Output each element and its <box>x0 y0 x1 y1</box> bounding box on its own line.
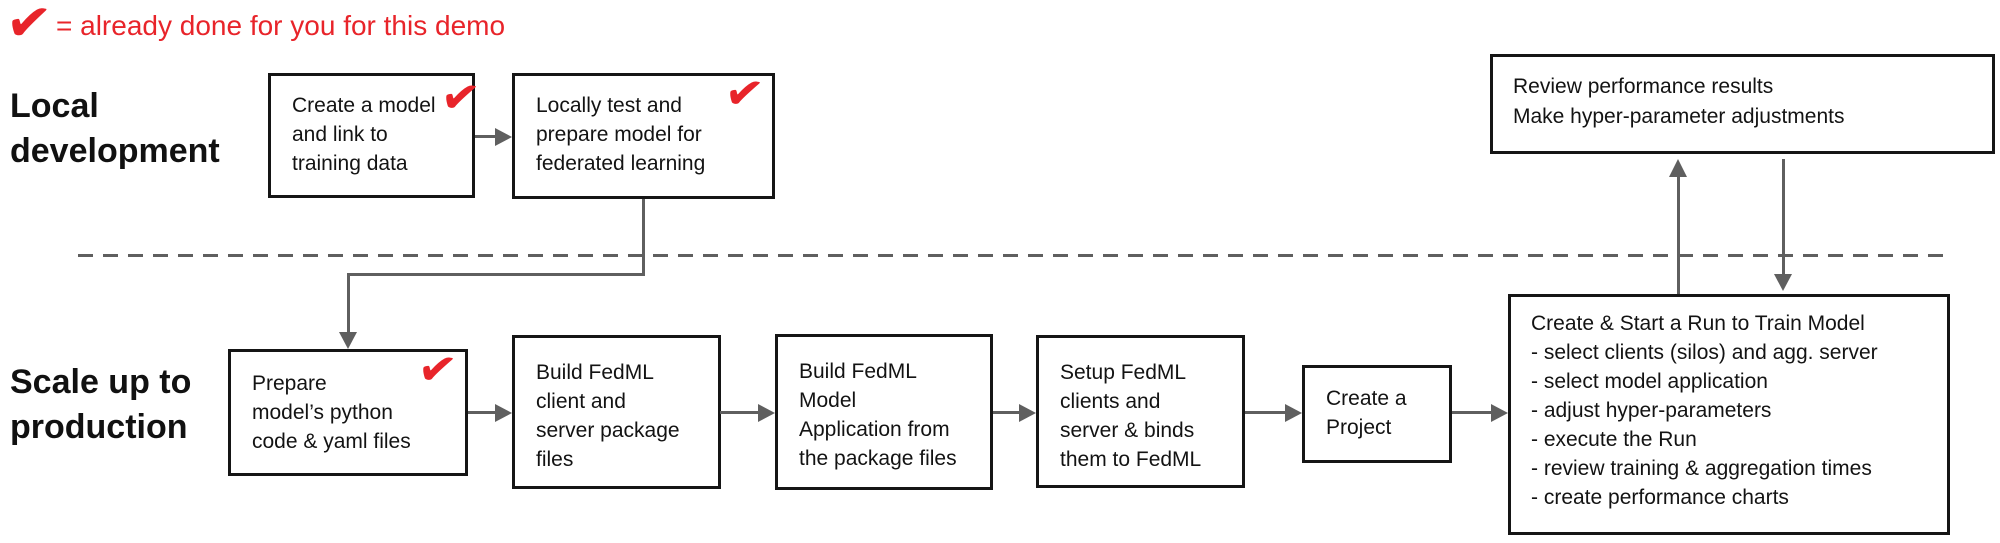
connector-down-segment <box>642 199 645 276</box>
node-create-start-run: Create & Start a Run to Train Model - se… <box>1508 294 1950 535</box>
arrow-head <box>495 404 512 422</box>
arrow-right-icon <box>468 404 512 422</box>
arrow-head <box>758 404 775 422</box>
arrow-head <box>1019 404 1036 422</box>
check-icon: ✔ <box>438 68 484 126</box>
arrow-down-shaft <box>1782 159 1785 275</box>
arrow-head-down <box>1774 274 1792 291</box>
arrow-shaft <box>1245 411 1288 414</box>
check-icon: ✔ <box>722 64 768 122</box>
node-build-model-application-text: Build FedML Model Application from the p… <box>799 360 957 470</box>
check-icon: ✔ <box>2 0 55 56</box>
check-icon: ✔ <box>415 340 461 398</box>
arrow-right-icon <box>1452 404 1508 422</box>
phase-divider-dashed-line <box>78 254 1943 257</box>
connector-horizontal-segment <box>347 273 645 276</box>
legend-text: = already done for you for this demo <box>56 10 506 41</box>
arrow-head-down <box>339 332 357 349</box>
node-create-project: Create a Project <box>1302 365 1452 463</box>
node-create-model: Create a model and link to training data… <box>268 69 483 198</box>
section-label-scale-up-to-production: Scale up to production <box>10 363 192 446</box>
node-create-project-text: Create a Project <box>1326 387 1407 439</box>
node-locally-test: Locally test and prepare model for feder… <box>512 65 775 199</box>
arrow-head <box>1285 404 1302 422</box>
arrow-head <box>495 128 512 146</box>
node-review-performance-text: Review performance results Make hyper-pa… <box>1513 75 1845 128</box>
arrow-shaft <box>475 135 498 138</box>
node-build-package-files-text: Build FedML client and server package fi… <box>536 361 680 471</box>
node-review-performance: Review performance results Make hyper-pa… <box>1490 54 1995 154</box>
arrow-right-icon <box>720 404 775 422</box>
arrow-right-icon <box>475 128 512 146</box>
connector-down-segment <box>347 276 350 333</box>
node-setup-clients-server-text: Setup FedML clients and server & binds t… <box>1060 361 1202 471</box>
arrow-shaft <box>993 411 1022 414</box>
arrow-shaft <box>720 411 761 414</box>
node-build-model-application: Build FedML Model Application from the p… <box>775 334 993 490</box>
arrow-shaft <box>468 411 498 414</box>
node-create-model-text: Create a model and link to training data <box>292 94 436 175</box>
arrow-right-icon <box>1245 404 1302 422</box>
node-locally-test-text: Locally test and prepare model for feder… <box>536 94 706 175</box>
section-label-local-development: Local development <box>10 87 220 170</box>
arrow-shaft <box>1452 411 1494 414</box>
arrow-head <box>1491 404 1508 422</box>
node-setup-clients-server: Setup FedML clients and server & binds t… <box>1036 335 1245 488</box>
node-create-start-run-text: Create & Start a Run to Train Model - se… <box>1531 312 1878 509</box>
arrow-right-icon <box>993 404 1036 422</box>
node-prepare-python-yaml-text: Prepare model’s python code & yaml files <box>252 372 411 453</box>
arrow-head-up <box>1669 159 1687 177</box>
arrow-up-shaft <box>1677 176 1680 294</box>
node-prepare-python-yaml: Prepare model’s python code & yaml files… <box>228 341 468 476</box>
node-build-package-files: Build FedML client and server package fi… <box>512 335 721 489</box>
